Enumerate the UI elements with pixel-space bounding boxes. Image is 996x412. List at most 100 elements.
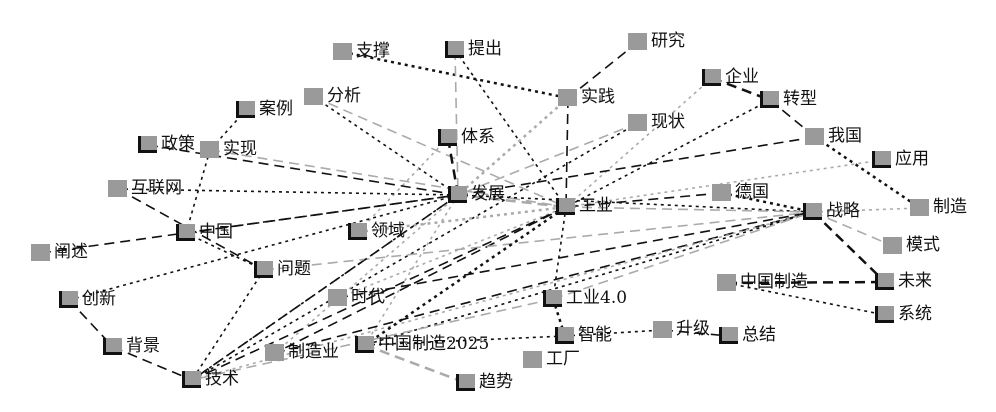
edge-企业-工业	[565, 77, 713, 208]
edge-战略-模式	[812, 211, 894, 247]
node-marker	[445, 41, 464, 58]
node-marker	[59, 291, 78, 308]
edge-德国-战略	[721, 191, 814, 214]
node-现状: 现状	[628, 114, 685, 131]
node-marker	[555, 327, 574, 344]
node-德国: 德国	[712, 184, 769, 201]
edge-发展-中国制造2025	[364, 194, 459, 346]
edge-发展-工业	[457, 193, 567, 209]
node-label: 领域	[371, 221, 405, 241]
node-marker	[628, 33, 647, 50]
node-案例: 案例	[236, 101, 293, 118]
node-marker	[872, 151, 891, 168]
node-背景: 背景	[103, 338, 160, 355]
node-label: 制造业	[288, 342, 339, 362]
node-智能: 智能	[555, 327, 612, 344]
node-marker	[558, 89, 577, 106]
node-marker	[760, 91, 779, 108]
node-marker	[348, 223, 367, 240]
node-marker	[875, 273, 894, 290]
node-模式: 模式	[883, 237, 940, 254]
edge-政策-发展	[147, 144, 459, 196]
node-创新: 创新	[59, 291, 116, 308]
node-marker	[543, 290, 562, 307]
edge-分析-工业	[313, 96, 567, 208]
edge-制造业-战略	[274, 211, 814, 354]
node-marker	[628, 114, 647, 131]
node-label: 未来	[898, 271, 932, 291]
node-label: 转型	[783, 89, 817, 109]
node-中国制造: 中国制造	[717, 274, 808, 291]
node-marker	[355, 336, 374, 353]
node-label: 支撑	[356, 41, 390, 61]
node-label: 中国制造2025	[378, 334, 490, 354]
node-marker	[883, 237, 902, 254]
node-互联网: 互联网	[108, 180, 182, 197]
node-label: 阐述	[54, 242, 88, 262]
edge-体系-发展	[446, 137, 460, 196]
edge-转型-工业	[565, 99, 771, 208]
edge-实现-工业	[209, 149, 567, 208]
edge-中国-问题	[185, 232, 265, 271]
edge-实现-中国	[185, 149, 211, 234]
node-领域: 领域	[348, 223, 405, 240]
node-升级: 升级	[653, 321, 710, 338]
node-label: 系统	[898, 304, 932, 324]
node-marker	[719, 327, 738, 344]
node-marker	[304, 88, 323, 105]
node-marker	[138, 136, 157, 153]
edge-时代-战略	[337, 211, 814, 299]
node-中国: 中国	[176, 224, 233, 241]
node-marker	[176, 224, 195, 241]
edge-技术-战略	[191, 211, 814, 381]
node-label: 政策	[161, 134, 195, 154]
edge-现状-技术	[191, 122, 639, 381]
node-企业: 企业	[702, 69, 759, 86]
node-体系: 体系	[438, 129, 495, 146]
node-提出: 提出	[445, 41, 502, 58]
node-marker	[805, 128, 824, 145]
node-label: 制造	[933, 197, 967, 217]
node-label: 战略	[826, 201, 860, 221]
edge-战略-中国制造2025	[364, 211, 814, 346]
node-制造业: 制造业	[265, 344, 339, 361]
node-支撑: 支撑	[333, 43, 390, 60]
edge-提出-发展	[454, 49, 459, 196]
node-marker	[448, 186, 467, 203]
node-marker	[712, 184, 731, 201]
node-系统: 系统	[875, 306, 932, 323]
node-label: 时代	[351, 287, 385, 307]
node-marker	[556, 198, 575, 215]
node-marker	[254, 261, 273, 278]
node-label: 工厂	[546, 349, 580, 369]
node-label: 实践	[581, 87, 615, 107]
edge-时代-工业	[337, 206, 567, 299]
node-战略: 战略	[803, 203, 860, 220]
edge-中国制造-系统	[726, 282, 886, 316]
node-总结: 总结	[719, 327, 776, 344]
node-label: 工业4.0	[566, 288, 628, 308]
node-label: 德国	[735, 182, 769, 202]
node-label: 智能	[578, 325, 612, 345]
node-趋势: 趋势	[456, 374, 513, 391]
node-制造: 制造	[910, 199, 967, 216]
node-marker	[875, 306, 894, 323]
edge-制造业-发展	[274, 194, 459, 354]
node-label: 工业	[579, 196, 613, 216]
node-政策: 政策	[138, 136, 195, 153]
edge-工业4.0-战略	[552, 211, 814, 300]
edge-阐述-发展	[40, 194, 459, 254]
node-marker	[182, 371, 201, 388]
node-转型: 转型	[760, 91, 817, 108]
edge-中国制造2025-趋势	[364, 343, 467, 385]
edge-工业-战略	[565, 206, 814, 213]
edge-技术-工业	[191, 206, 567, 381]
edge-智能-升级	[564, 329, 664, 337]
edge-现状-发展	[457, 122, 639, 196]
edge-升级-总结	[662, 329, 730, 337]
node-label: 发展	[471, 184, 505, 204]
node-label: 中国制造	[740, 272, 808, 292]
node-工业: 工业	[556, 198, 613, 215]
node-未来: 未来	[875, 273, 932, 290]
node-marker	[31, 244, 50, 261]
